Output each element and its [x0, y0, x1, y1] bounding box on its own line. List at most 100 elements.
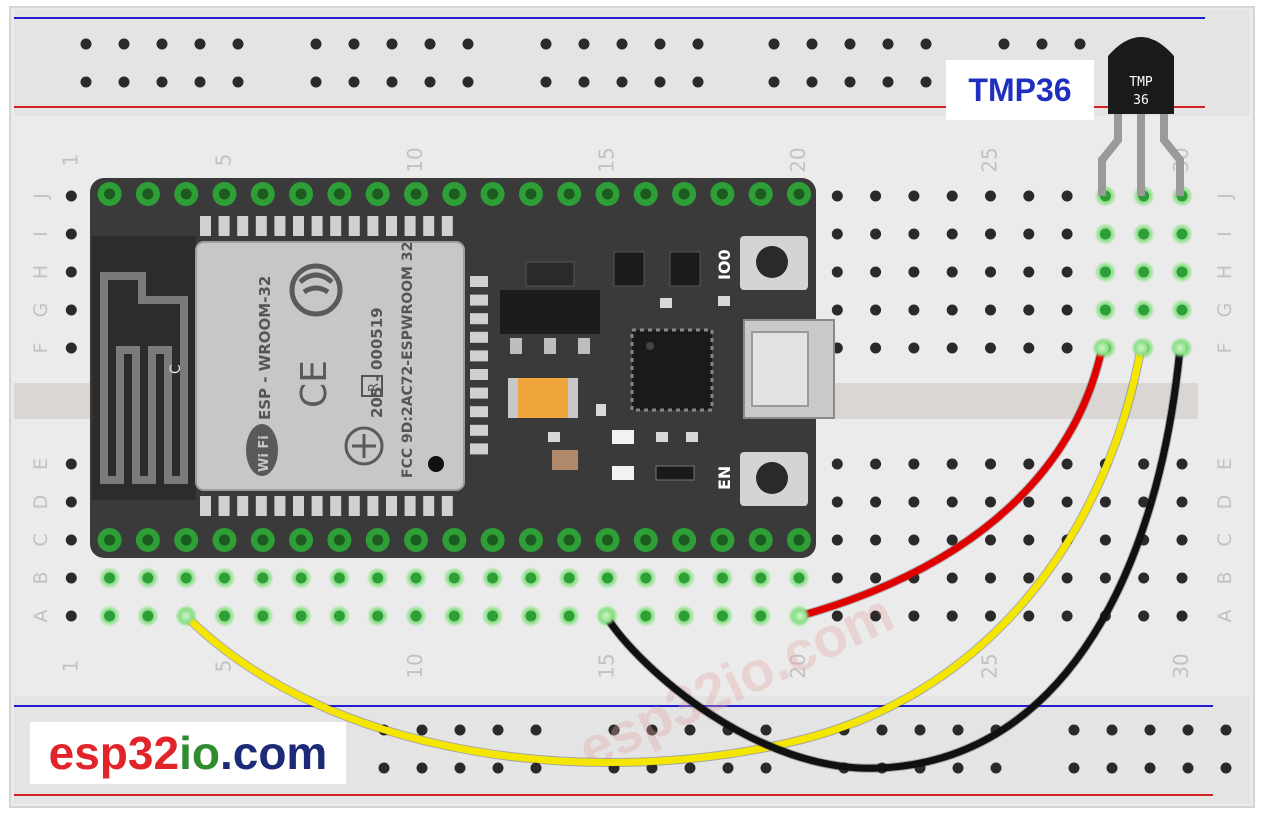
power-rail-hole: [454, 762, 466, 774]
terminal-hole: [65, 228, 77, 240]
terminal-hole: [908, 496, 920, 508]
power-rail-hole: [80, 38, 92, 50]
row-label-right: G: [1214, 303, 1236, 318]
shield-pad-bottom: [330, 496, 342, 516]
side-pad: [470, 424, 488, 436]
terminal-hole: [1176, 496, 1188, 508]
power-rail-hole: [80, 76, 92, 88]
terminal-hole: [448, 610, 460, 622]
power-rail-hole: [530, 724, 542, 736]
terminal-hole: [1099, 304, 1111, 316]
power-rail-hole: [454, 724, 466, 736]
shield-pad-bottom: [423, 496, 435, 516]
sensor-marking-line2: 36: [1133, 93, 1149, 108]
shield-pad-top: [441, 216, 453, 236]
terminal-hole: [180, 572, 192, 584]
micro-usb-opening: [751, 331, 809, 407]
side-pad: [470, 387, 488, 399]
terminal-hole: [219, 572, 230, 584]
terminal-hole: [65, 190, 77, 202]
io0-button[interactable]: [740, 236, 808, 290]
terminal-hole: [602, 572, 613, 584]
terminal-hole: [985, 458, 996, 470]
transistor-1: [613, 251, 645, 287]
terminal-hole: [946, 304, 958, 316]
terminal-hole: [410, 610, 422, 622]
header-pin-hole: [257, 188, 269, 200]
shield-pad-top: [255, 216, 267, 236]
power-rail-hole: [876, 724, 888, 736]
header-pin-hole: [678, 534, 690, 546]
header-pin-hole: [104, 534, 116, 546]
resistor-4: [656, 432, 668, 442]
resistor-3: [686, 432, 698, 442]
io0-label: IO0: [715, 249, 734, 280]
header-pin-hole: [640, 534, 652, 546]
power-rail-hole: [760, 724, 772, 736]
shield-pad-top: [293, 216, 304, 236]
row-label-right: F: [1214, 343, 1236, 354]
column-label-top: 15: [595, 147, 619, 172]
terminal-hole: [985, 304, 996, 316]
terminal-hole: [908, 266, 920, 278]
terminal-hole: [1061, 342, 1073, 354]
power-rail-hole: [194, 38, 206, 50]
terminal-hole: [525, 572, 537, 584]
shield-pad-top: [218, 216, 230, 236]
shield-pad-top: [237, 216, 249, 236]
shield-text-fcc: FCC 9D:2AC72-ESPWROOM 32: [400, 242, 416, 478]
header-pin-hole: [410, 534, 422, 546]
power-rail-hole: [692, 38, 704, 50]
terminal-hole: [870, 496, 882, 508]
resistor-5: [718, 296, 730, 306]
terminal-hole: [65, 304, 77, 316]
terminal-hole: [1099, 534, 1111, 546]
shield-pad-top: [311, 216, 323, 236]
column-label-top: 5: [212, 154, 236, 167]
terminal-hole: [870, 228, 882, 240]
power-rail-hole: [1220, 762, 1232, 774]
sensor-marking-bg: [1116, 66, 1166, 112]
header-pin-hole: [755, 534, 767, 546]
header-pin-hole: [525, 188, 537, 200]
en-button[interactable]: [740, 452, 808, 506]
column-label-top: 1: [58, 154, 82, 167]
power-rail-hole: [1068, 762, 1080, 774]
column-label-bottom: 20: [786, 653, 810, 678]
shield-pad-top: [404, 216, 416, 236]
power-rail-hole: [1144, 762, 1156, 774]
power-rail-hole: [416, 762, 428, 774]
terminal-hole: [410, 572, 422, 584]
terminal-hole: [1023, 304, 1035, 316]
terminal-hole: [1138, 304, 1150, 316]
power-rail-hole: [914, 724, 926, 736]
column-label-bottom: 30: [1169, 653, 1193, 678]
terminal-hole: [219, 610, 230, 622]
header-pin-hole: [563, 188, 575, 200]
terminal-hole: [831, 496, 843, 508]
header-pin-hole: [793, 534, 805, 546]
power-rail-hole: [540, 38, 552, 50]
side-pad: [470, 369, 488, 380]
terminal-hole: [1176, 266, 1188, 278]
shield-pad-bottom: [200, 496, 211, 516]
regulator-leg-3: [578, 338, 590, 354]
inductor: [552, 450, 578, 470]
power-rail-hole: [578, 76, 590, 88]
terminal-hole: [1138, 572, 1150, 584]
terminal-hole: [908, 610, 920, 622]
power-rail-hole: [462, 76, 474, 88]
terminal-hole: [946, 534, 958, 546]
power-rail-hole: [990, 762, 1002, 774]
power-rail-hole: [386, 38, 398, 50]
terminal-hole: [908, 458, 920, 470]
terminal-hole: [870, 572, 882, 584]
wire-end-glow: [1170, 338, 1190, 358]
row-label-left: C: [30, 533, 52, 546]
shield-pad-bottom: [293, 496, 304, 516]
power-rail-hole: [1074, 38, 1086, 50]
terminal-hole: [985, 190, 996, 202]
terminal-hole: [563, 610, 575, 622]
terminal-hole: [1138, 496, 1150, 508]
shield-pins: [200, 216, 453, 516]
